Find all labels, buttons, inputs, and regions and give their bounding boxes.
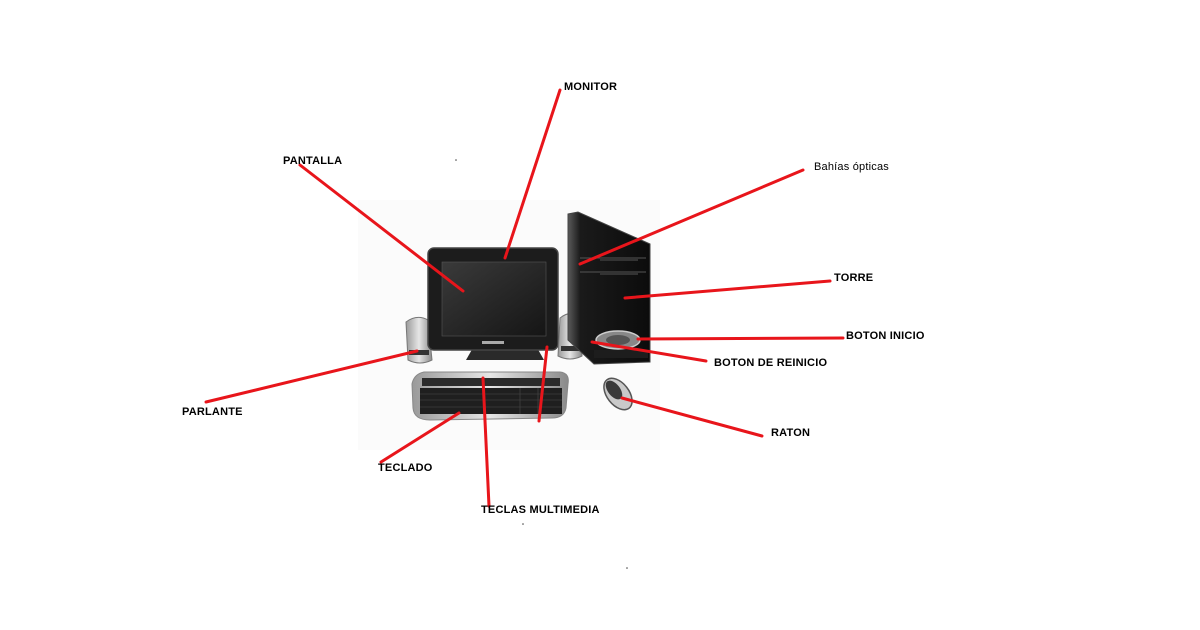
leader-bahias xyxy=(578,168,805,266)
stray-dot xyxy=(626,567,628,569)
leader-pantalla xyxy=(298,163,465,293)
label-teclado: TECLADO xyxy=(378,462,433,474)
label-boton-inicio: BOTON INICIO xyxy=(846,330,925,342)
label-boton-reinicio: BOTON DE REINICIO xyxy=(714,357,828,369)
leader-boton-reinicio xyxy=(590,340,708,363)
leader-teclas-multimedia xyxy=(481,376,491,508)
leader-teclado xyxy=(379,411,461,464)
mouse xyxy=(603,377,633,411)
label-pantalla: PANTALLA xyxy=(283,155,343,167)
stray-dot xyxy=(455,159,457,161)
leader-lines xyxy=(204,88,845,508)
stray-dot xyxy=(522,523,524,525)
leader-parlante xyxy=(204,349,419,404)
label-bahias-opticas: Bahías ópticas xyxy=(814,161,889,173)
monitor xyxy=(427,247,559,360)
leader-torre xyxy=(623,279,832,300)
leader-monitor xyxy=(503,88,562,260)
label-torre: TORRE xyxy=(834,272,874,284)
leader-raton xyxy=(620,396,764,438)
label-monitor: MONITOR xyxy=(564,81,618,93)
label-parlante: PARLANTE xyxy=(182,406,243,418)
keyboard xyxy=(411,371,569,421)
label-raton: RATON xyxy=(771,427,811,439)
leader-boton-inicio xyxy=(636,336,845,341)
label-teclas-multimedia: TECLAS MULTIMEDIA xyxy=(481,504,600,516)
tower xyxy=(567,211,651,365)
monitor-screen xyxy=(441,261,547,337)
leader-extra xyxy=(537,345,549,423)
